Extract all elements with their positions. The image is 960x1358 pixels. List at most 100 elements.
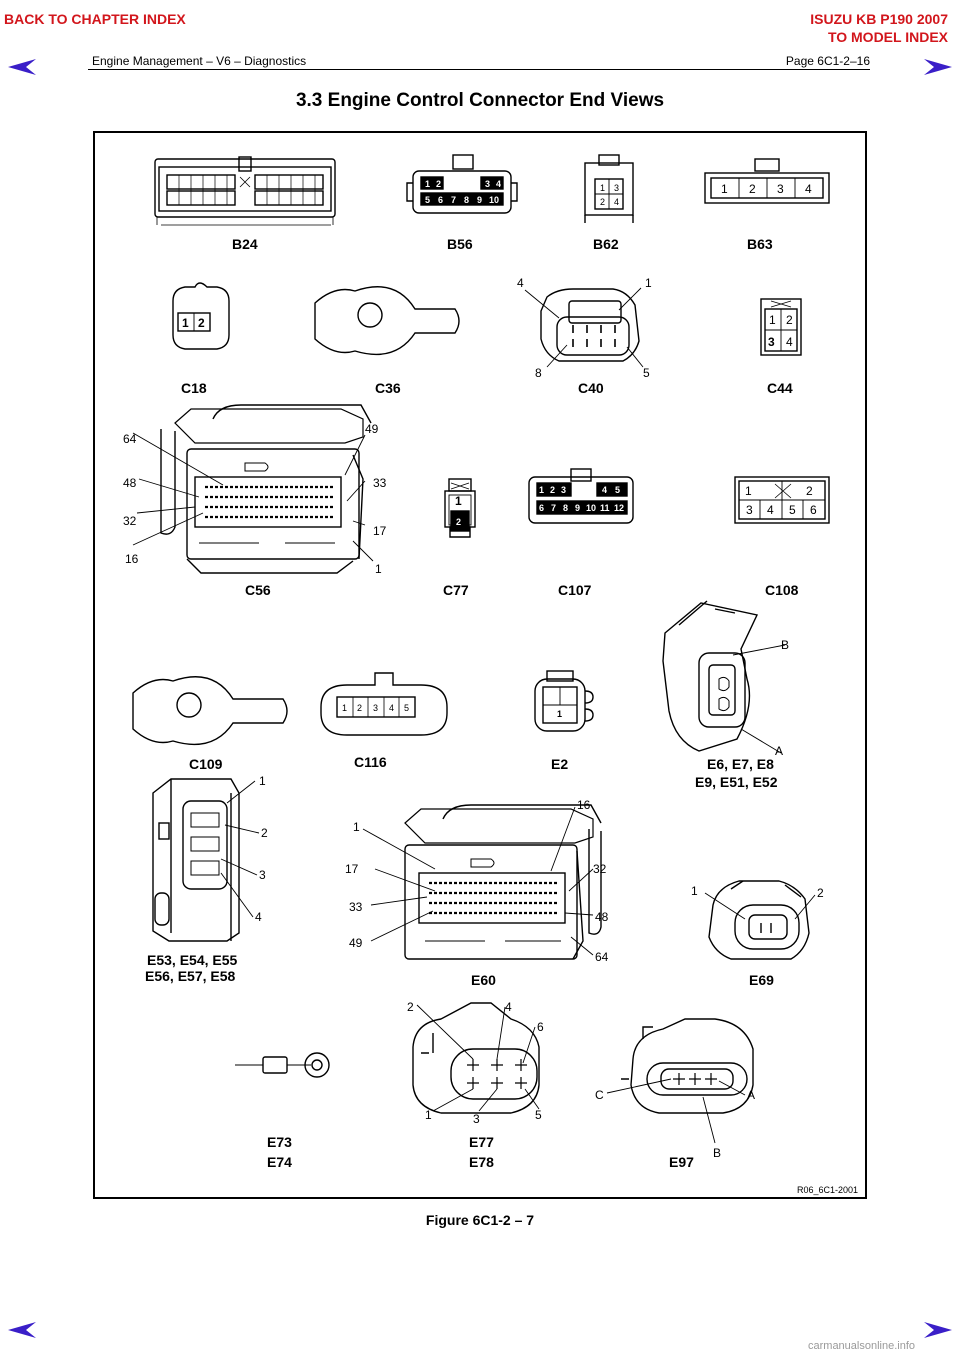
- e53-pin-label: 4: [255, 910, 262, 924]
- c56-pin-label: 1: [375, 562, 382, 576]
- c107-connector: [528, 468, 634, 524]
- next-page-arrow-icon[interactable]: [924, 1322, 952, 1338]
- c56-connector: [132, 404, 374, 574]
- c56-pin-label: 16: [125, 552, 139, 566]
- connector-figure: 1 2 3 4 5 6 7 8 9 10 1 3 2 4 1 2 3 4 1 2…: [93, 131, 867, 1199]
- b56-pin-label: 3: [485, 179, 490, 189]
- back-to-chapter-index-link[interactable]: BACK TO CHAPTER INDEX: [4, 11, 186, 27]
- connector-label-e56: E56, E57, E58: [145, 968, 236, 984]
- e2-pin-label: 1: [557, 709, 562, 719]
- connector-label-c107: C107: [558, 582, 592, 598]
- header-rule: [88, 69, 870, 70]
- e69-pin-label: 2: [817, 886, 824, 900]
- b62-connector: [584, 154, 634, 223]
- b56-pin-label: 8: [464, 195, 469, 205]
- connector-label-c44: C44: [767, 380, 793, 396]
- c77-connector: [444, 478, 476, 538]
- c108-pin-label: 5: [789, 503, 796, 517]
- c107-pin-label: 1: [539, 485, 544, 495]
- c116-connector: [320, 672, 448, 736]
- e77-pin-label: 1: [425, 1108, 432, 1122]
- e77-pin-label: 3: [473, 1112, 480, 1126]
- e97-pin-label: B: [713, 1146, 721, 1160]
- connector-label-e53: E53, E54, E55: [147, 952, 238, 968]
- c109-terminal: [132, 676, 288, 746]
- model-title-link[interactable]: ISUZU KB P190 2007: [810, 11, 948, 27]
- e60-pin-label: 17: [345, 862, 359, 876]
- c44-pin-label: 1: [769, 313, 776, 327]
- to-model-index-link[interactable]: TO MODEL INDEX: [827, 29, 948, 45]
- c107-pin-label: 2: [550, 485, 555, 495]
- c40-pin-label: 1: [645, 276, 652, 290]
- b56-pin-label: 4: [496, 179, 501, 189]
- connector-label-e97: E97: [669, 1154, 694, 1170]
- e60-pin-label: 33: [349, 900, 363, 914]
- e60-pin-label: 48: [595, 910, 609, 924]
- b63-connector: [704, 158, 830, 204]
- b56-connector: [406, 154, 518, 214]
- connector-label-e77: E77: [469, 1134, 494, 1150]
- b56-pin-label: 2: [436, 179, 441, 189]
- e2-connector: [534, 670, 594, 732]
- c108-pin-label: 6: [810, 503, 817, 517]
- b56-pin-label: 1: [425, 179, 430, 189]
- e53-pin-label: 3: [259, 868, 266, 882]
- connector-label-c116: C116: [354, 754, 387, 770]
- e97-connector: [606, 1018, 754, 1144]
- c40-pin-label: 8: [535, 366, 542, 380]
- connector-label-c56: C56: [245, 582, 271, 598]
- figure-caption: Figure 6C1-2 – 7: [425, 1212, 535, 1228]
- c40-pin-label: 4: [517, 276, 524, 290]
- c107-pin-label: 3: [561, 485, 566, 495]
- c40-connector: [524, 287, 644, 368]
- e77-pin-label: 2: [407, 1000, 414, 1014]
- b62-pin-label: 3: [614, 183, 619, 193]
- e60-pin-label: 1: [353, 820, 360, 834]
- c18-pin-label: 1: [182, 316, 189, 330]
- connector-label-c77: C77: [443, 582, 469, 598]
- connector-label-e73: E73: [267, 1134, 292, 1150]
- previous-page-arrow-icon[interactable]: [8, 59, 36, 75]
- connector-label-e69: E69: [749, 972, 774, 988]
- next-page-arrow-icon[interactable]: [924, 59, 952, 75]
- c108-pin-label: 2: [806, 484, 813, 498]
- b56-pin-label: 9: [477, 195, 482, 205]
- b62-pin-label: 2: [600, 197, 605, 207]
- e60-pin-label: 32: [593, 862, 607, 876]
- c107-pin-label: 7: [551, 503, 556, 513]
- previous-page-arrow-icon[interactable]: [8, 1322, 36, 1338]
- c77-pin-label: 2: [456, 517, 461, 527]
- c108-pin-label: 4: [767, 503, 774, 517]
- b56-pin-label: 5: [425, 195, 430, 205]
- c116-pin-label: 3: [373, 703, 378, 713]
- section-title: 3.3 Engine Control Connector End Views: [295, 90, 665, 111]
- c108-pin-label: 1: [745, 484, 752, 498]
- c40-pin-label: 5: [643, 366, 650, 380]
- e97-pin-label: A: [747, 1088, 755, 1102]
- connector-label-b62: B62: [593, 236, 619, 252]
- c116-pin-label: 1: [342, 703, 347, 713]
- e69-pin-label: 1: [691, 884, 698, 898]
- c107-pin-label: 5: [615, 485, 620, 495]
- c56-pin-label: 33: [373, 476, 387, 490]
- connector-drawings: 1 2 3 4 5 6 7 8 9 10 1 3 2 4 1 2 3 4 1 2…: [123, 154, 858, 1195]
- e97-pin-label: C: [595, 1088, 604, 1102]
- c36-terminal: [314, 286, 460, 356]
- page-number: Page 6C1-2–16: [785, 54, 870, 68]
- c116-pin-label: 4: [389, 703, 394, 713]
- connector-label-c109: C109: [189, 756, 223, 772]
- c56-pin-label: 48: [123, 476, 137, 490]
- c44-pin-label: 3: [768, 335, 775, 349]
- connector-label-e74: E74: [267, 1154, 292, 1170]
- connector-label-b24: B24: [232, 236, 258, 252]
- c107-pin-label: 8: [563, 503, 568, 513]
- c18-pin-label: 2: [198, 316, 205, 330]
- e77-pin-label: 6: [537, 1020, 544, 1034]
- e60-connector: [362, 804, 602, 960]
- c18-connector: [172, 282, 230, 350]
- b63-pin-label: 2: [749, 182, 756, 196]
- connector-label-c18: C18: [181, 380, 207, 396]
- connector-label-e78: E78: [469, 1154, 494, 1170]
- c107-pin-label: 10: [586, 503, 596, 513]
- e53-pin-label: 1: [259, 774, 266, 788]
